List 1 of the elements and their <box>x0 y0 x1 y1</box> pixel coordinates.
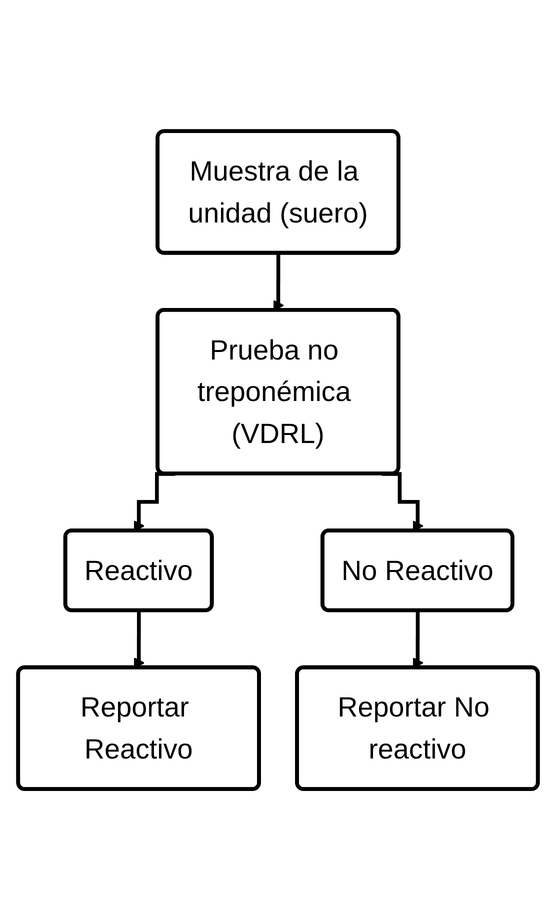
flowchart: Muestra de la unidad (suero) Prueba no treponémica (VDRL) Reactivo No Reactivo Reportar Reactivo Reportar No reactivo <box>8 121 548 800</box>
